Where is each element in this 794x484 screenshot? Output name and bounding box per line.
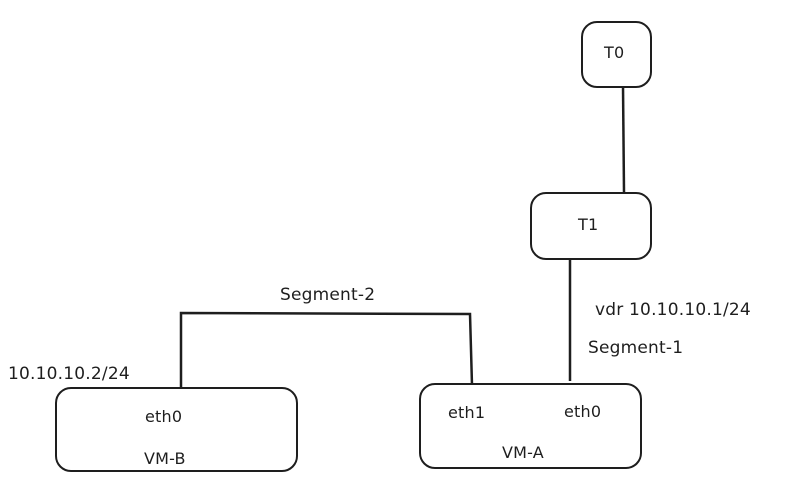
vm-a-node[interactable]: eth1 eth0 VM-A — [419, 383, 642, 469]
vm-b-ip-label: 10.10.10.2/24 — [8, 364, 130, 384]
segment-1-label: Segment-1 — [588, 338, 684, 358]
segment-2-label: Segment-2 — [280, 285, 376, 305]
vm-b-label: VM-B — [144, 449, 186, 468]
vm-b-eth0-label: eth0 — [145, 407, 183, 426]
vdr-ip-label: vdr 10.10.10.1/24 — [595, 300, 751, 320]
vm-b-node[interactable]: eth0 VM-B — [55, 387, 298, 472]
vm-a-eth0-label: eth0 — [564, 402, 602, 421]
vm-a-eth1-label: eth1 — [448, 403, 486, 422]
t1-node[interactable]: T1 — [530, 192, 652, 260]
t0-label: T0 — [604, 43, 625, 62]
t0-node[interactable]: T0 — [581, 21, 652, 88]
link-t0-t1 — [621, 85, 626, 193]
t1-label: T1 — [578, 215, 599, 234]
segment-2-line — [179, 311, 474, 388]
vm-a-label: VM-A — [502, 443, 544, 462]
